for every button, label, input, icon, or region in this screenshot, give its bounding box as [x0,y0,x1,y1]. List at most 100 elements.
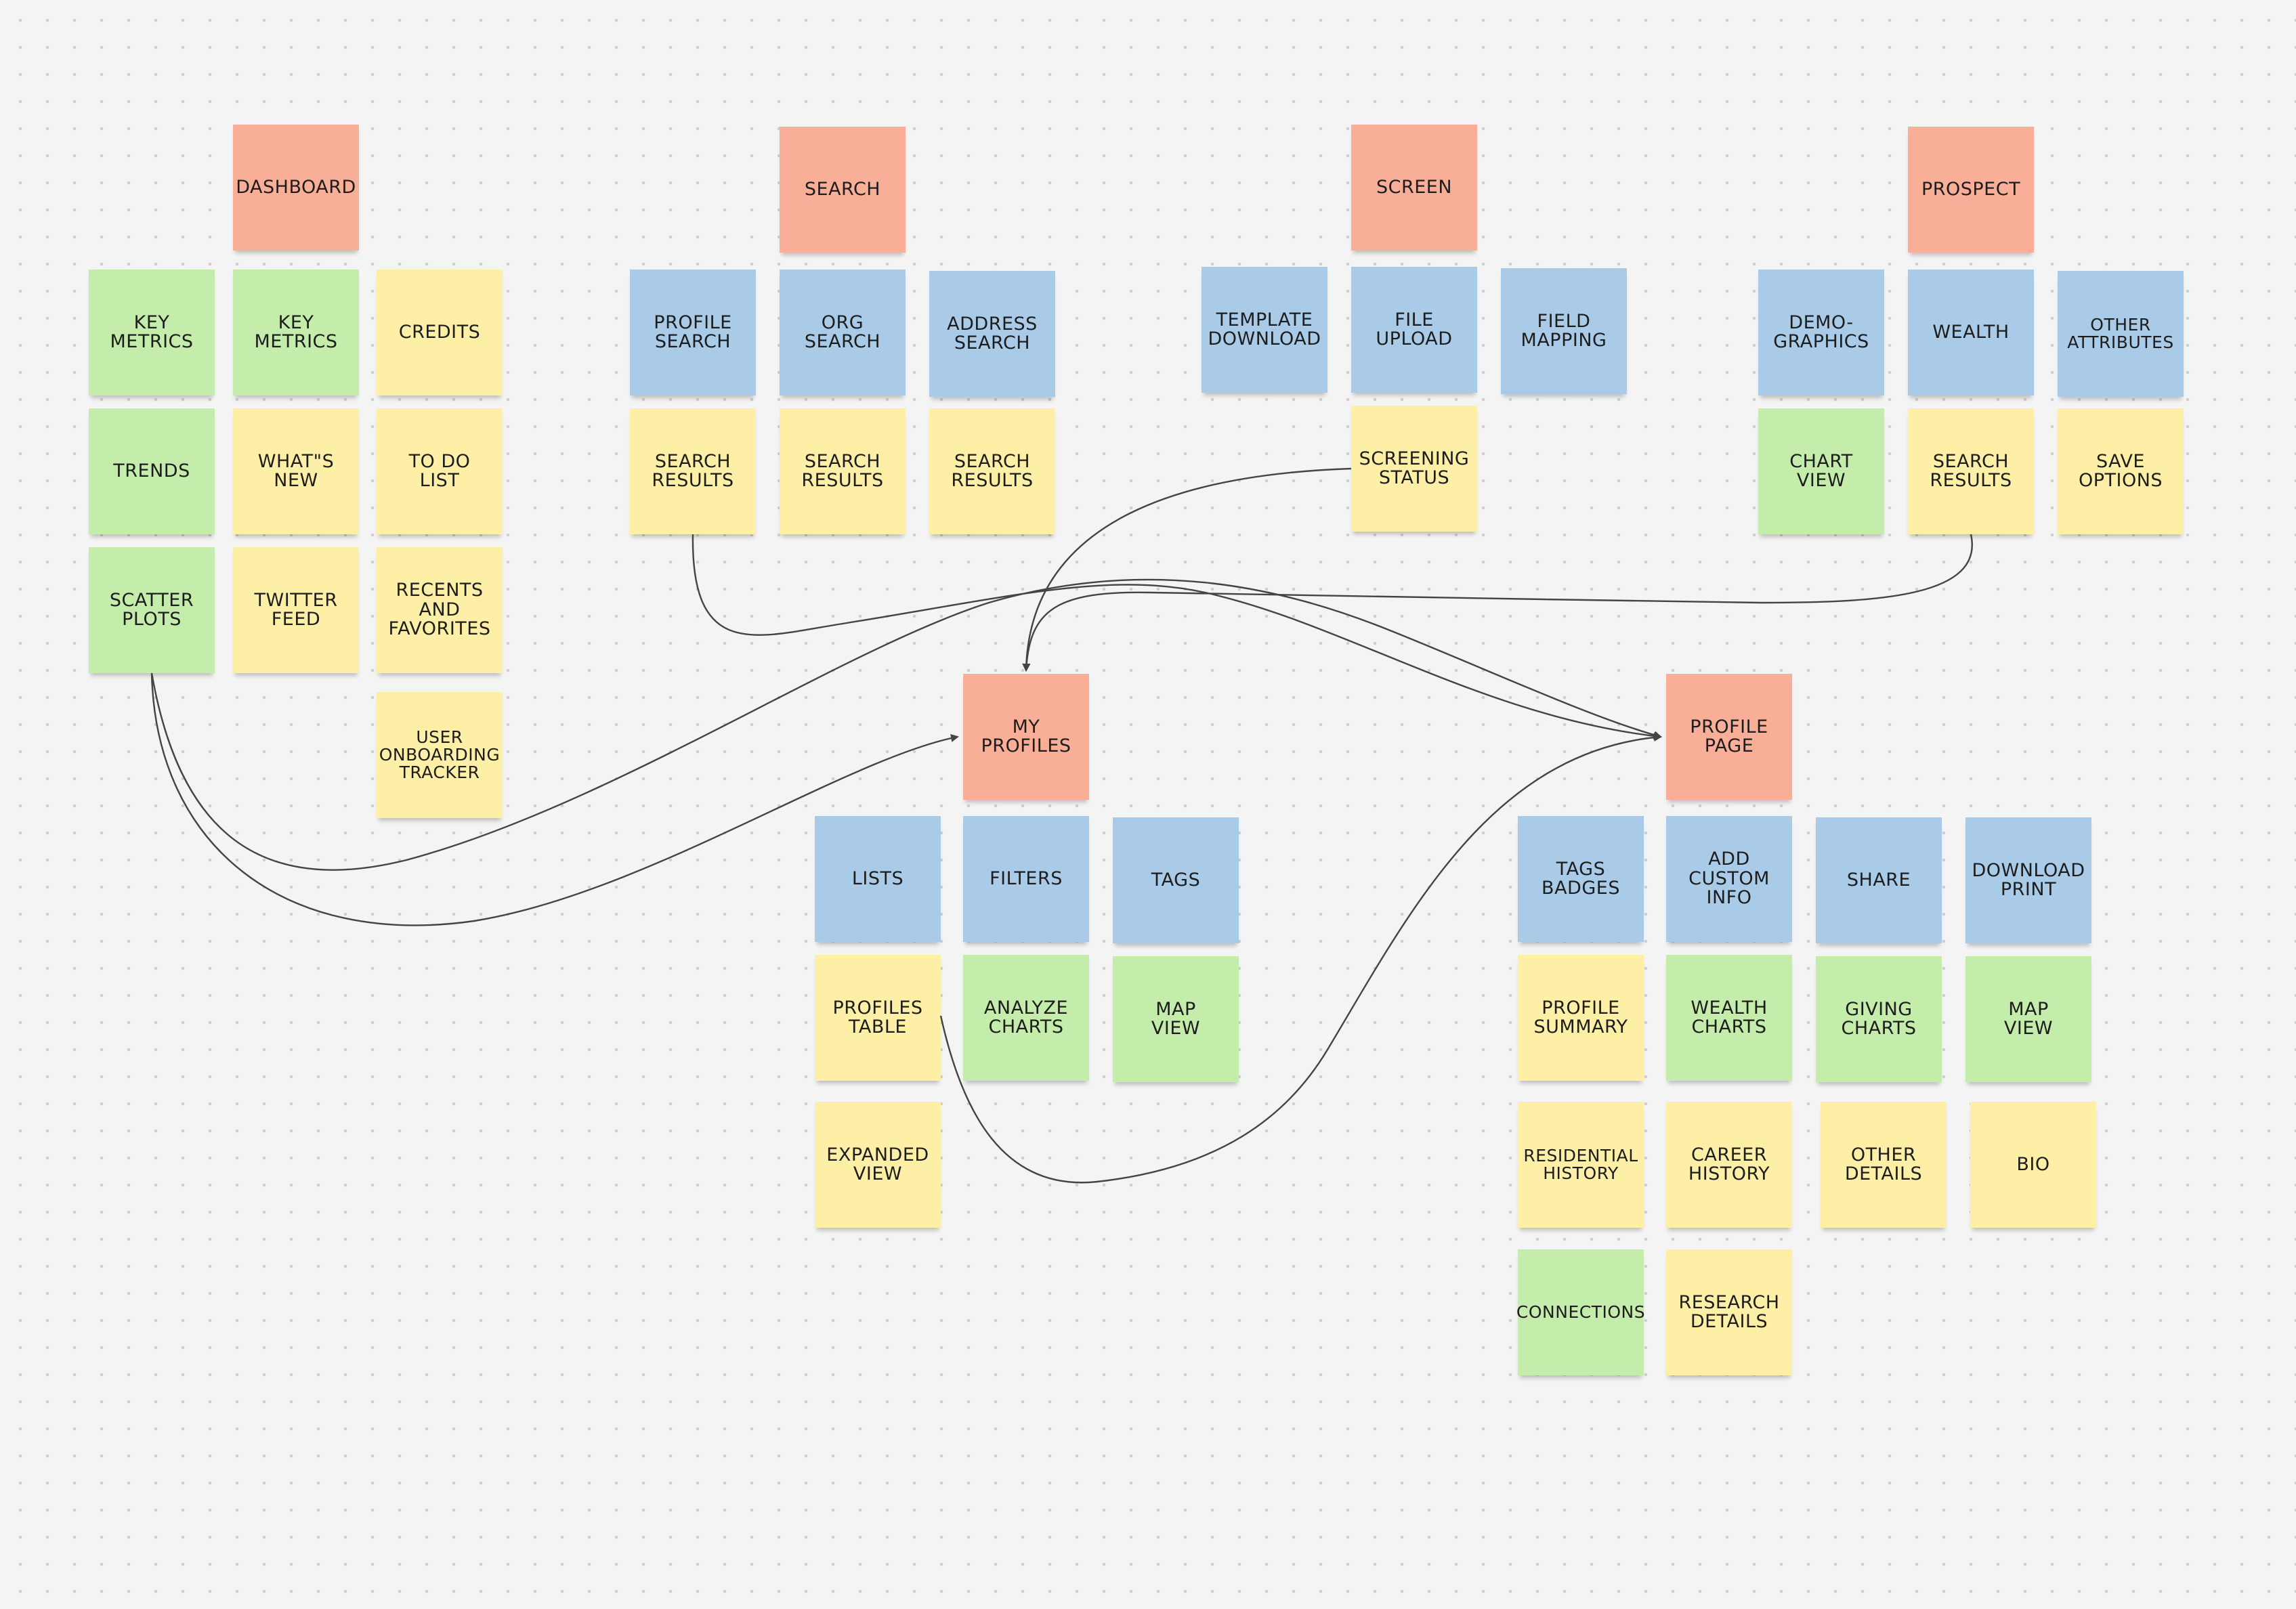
sticky-note-pp-career-history[interactable]: CAREER HISTORY [1666,1102,1792,1228]
sticky-note-label: DEMO- GRAPHICS [1773,312,1869,352]
connector-s-results-1-to-profile-page[interactable] [692,534,1662,740]
sticky-note-label: PROFILES TABLE [832,997,923,1037]
sticky-note-d-whats-new[interactable]: WHAT"S NEW [233,408,359,534]
sticky-note-label: TO DO LIST [408,450,471,491]
sticky-note-pp-residential-history[interactable]: RESIDENTIAL HISTORY [1518,1102,1644,1228]
sticky-note-s-results-1[interactable]: SEARCH RESULTS [630,408,756,534]
sticky-note-m-map-view[interactable]: MAP VIEW [1113,956,1239,1082]
sticky-note-label: MY PROFILES [981,716,1071,756]
sticky-note-my-profiles[interactable]: MY PROFILES [963,674,1089,800]
connector-sc-screening-status-to-my-profiles[interactable] [1022,467,1352,672]
sticky-note-label: RESEARCH DETAILS [1678,1291,1780,1332]
sticky-note-label: SCATTER PLOTS [109,589,194,630]
sticky-note-label: TRENDS [113,460,190,481]
sticky-note-pp-profile-summary[interactable]: PROFILE SUMMARY [1518,955,1644,1081]
sticky-note-m-lists[interactable]: LISTS [815,816,941,942]
connector-p-search-results-to-my-profiles[interactable] [1022,534,1973,672]
sticky-note-label: LISTS [851,867,904,889]
sticky-note-prospect[interactable]: PROSPECT [1908,127,2034,253]
sticky-note-p-search-results[interactable]: SEARCH RESULTS [1908,408,2034,534]
sticky-note-label: PROFILE PAGE [1690,716,1768,756]
sticky-note-label: RESIDENTIAL HISTORY [1523,1145,1638,1183]
sticky-note-label: PROFILE SUMMARY [1533,997,1628,1037]
sticky-note-label: FILE UPLOAD [1376,309,1453,349]
sticky-note-label: TAGS [1151,869,1201,891]
sticky-note-d-scatter-plots[interactable]: SCATTER PLOTS [89,547,215,673]
sticky-note-pp-add-custom-info[interactable]: ADD CUSTOM INFO [1666,816,1792,942]
sticky-note-screen[interactable]: SCREEN [1351,125,1477,251]
sticky-note-m-profiles-table[interactable]: PROFILES TABLE [815,955,941,1081]
sticky-note-pp-wealth-charts[interactable]: WEALTH CHARTS [1666,955,1792,1081]
sticky-note-sc-screening-status[interactable]: SCREENING STATUS [1351,406,1477,532]
sticky-note-pp-download-print[interactable]: DOWNLOAD PRINT [1965,817,2091,943]
sticky-note-m-tags[interactable]: TAGS [1113,817,1239,943]
sticky-note-pp-connections[interactable]: CONNECTIONS [1516,1249,1646,1375]
sticky-note-label: WEALTH [1932,321,2010,343]
sticky-note-label: PROFILE SEARCH [654,312,732,352]
sticky-note-label: WEALTH CHARTS [1691,997,1768,1037]
sticky-note-label: TWITTER FEED [254,589,338,630]
sticky-note-p-chart-view[interactable]: CHART VIEW [1758,408,1884,534]
sticky-note-m-filters[interactable]: FILTERS [963,816,1089,942]
sticky-note-d-trends[interactable]: TRENDS [89,408,215,534]
sticky-note-label: SEARCH RESULTS [951,450,1034,491]
sticky-note-label: ORG SEARCH [804,312,881,352]
sticky-note-pp-research-details[interactable]: RESEARCH DETAILS [1666,1249,1792,1375]
sticky-note-label: USER ONBOARDING TRACKER [379,727,501,783]
sticky-note-label: ADD CUSTOM INFO [1688,849,1770,909]
sticky-note-label: PROSPECT [1921,178,2021,200]
sticky-note-s-address-search[interactable]: ADDRESS SEARCH [929,271,1055,397]
sticky-note-pp-bio[interactable]: BIO [1970,1102,2096,1228]
sticky-note-p-demographics[interactable]: DEMO- GRAPHICS [1758,270,1884,395]
sticky-note-label: TAGS BADGES [1542,858,1620,899]
sticky-note-d-key-metrics-2[interactable]: KEY METRICS [233,270,359,395]
sticky-note-d-credits[interactable]: CREDITS [377,270,503,395]
sticky-note-s-profile-search[interactable]: PROFILE SEARCH [630,270,756,395]
sticky-note-label: SCREEN [1376,176,1453,198]
sticky-note-label: SCREENING STATUS [1359,448,1470,488]
sticky-note-d-twitter-feed[interactable]: TWITTER FEED [233,547,359,673]
sticky-note-search[interactable]: SEARCH [780,127,906,253]
sticky-note-pp-map-view[interactable]: MAP VIEW [1965,956,2091,1082]
sticky-note-p-wealth[interactable]: WEALTH [1908,270,2034,395]
sticky-note-s-results-3[interactable]: SEARCH RESULTS [929,408,1055,534]
sticky-note-label: SEARCH RESULTS [801,450,884,491]
sticky-note-label: CONNECTIONS [1516,1302,1646,1322]
sticky-note-d-user-onboarding[interactable]: USER ONBOARDING TRACKER [377,692,503,818]
sticky-note-profile-page[interactable]: PROFILE PAGE [1666,674,1792,800]
sticky-note-p-other-attributes[interactable]: OTHER ATTRIBUTES [2058,271,2184,397]
sticky-note-d-key-metrics-1[interactable]: KEY METRICS [89,270,215,395]
sticky-note-d-recents-favorites[interactable]: RECENTS AND FAVORITES [377,547,503,673]
sticky-note-m-expanded-view[interactable]: EXPANDED VIEW [815,1102,941,1228]
sticky-note-sc-file-upload[interactable]: FILE UPLOAD [1351,267,1477,393]
sticky-note-sc-template-download[interactable]: TEMPLATE DOWNLOAD [1202,267,1327,393]
sticky-note-label: WHAT"S NEW [257,450,335,491]
sticky-note-m-analyze-charts[interactable]: ANALYZE CHARTS [963,955,1089,1081]
sticky-note-pp-other-details[interactable]: OTHER DETAILS [1821,1102,1947,1228]
sticky-note-label: EXPANDED VIEW [826,1144,929,1184]
sticky-note-pp-tags-badges[interactable]: TAGS BADGES [1518,816,1644,942]
sticky-note-label: ADDRESS SEARCH [947,313,1038,353]
sticky-note-sc-field-mapping[interactable]: FIELD MAPPING [1501,268,1627,394]
sticky-note-dashboard[interactable]: DASHBOARD [233,125,359,251]
sticky-note-pp-share[interactable]: SHARE [1816,817,1942,943]
sticky-note-s-results-2[interactable]: SEARCH RESULTS [780,408,906,534]
sticky-note-label: CREDITS [398,321,481,343]
sticky-note-label: DASHBOARD [236,176,356,198]
sticky-note-label: SEARCH RESULTS [1930,450,2012,491]
sticky-note-label: TEMPLATE DOWNLOAD [1208,309,1321,349]
sticky-note-label: OTHER DETAILS [1844,1144,1923,1184]
sticky-note-label: FILTERS [990,867,1063,889]
sticky-note-p-save-options[interactable]: SAVE OPTIONS [2058,408,2184,534]
sticky-note-label: SAVE OPTIONS [2078,450,2163,491]
sticky-note-label: MAP VIEW [2003,998,2054,1039]
sticky-note-s-org-search[interactable]: ORG SEARCH [780,270,906,395]
sticky-note-label: DOWNLOAD PRINT [1972,859,2085,900]
sticky-note-pp-giving-charts[interactable]: GIVING CHARTS [1816,956,1942,1082]
sticky-note-label: CHART VIEW [1789,450,1853,491]
sticky-note-label: SEARCH [804,178,881,200]
sticky-note-label: BIO [2016,1153,2050,1175]
sticky-note-d-to-do-list[interactable]: TO DO LIST [377,408,503,534]
sticky-note-label: GIVING CHARTS [1841,998,1917,1039]
